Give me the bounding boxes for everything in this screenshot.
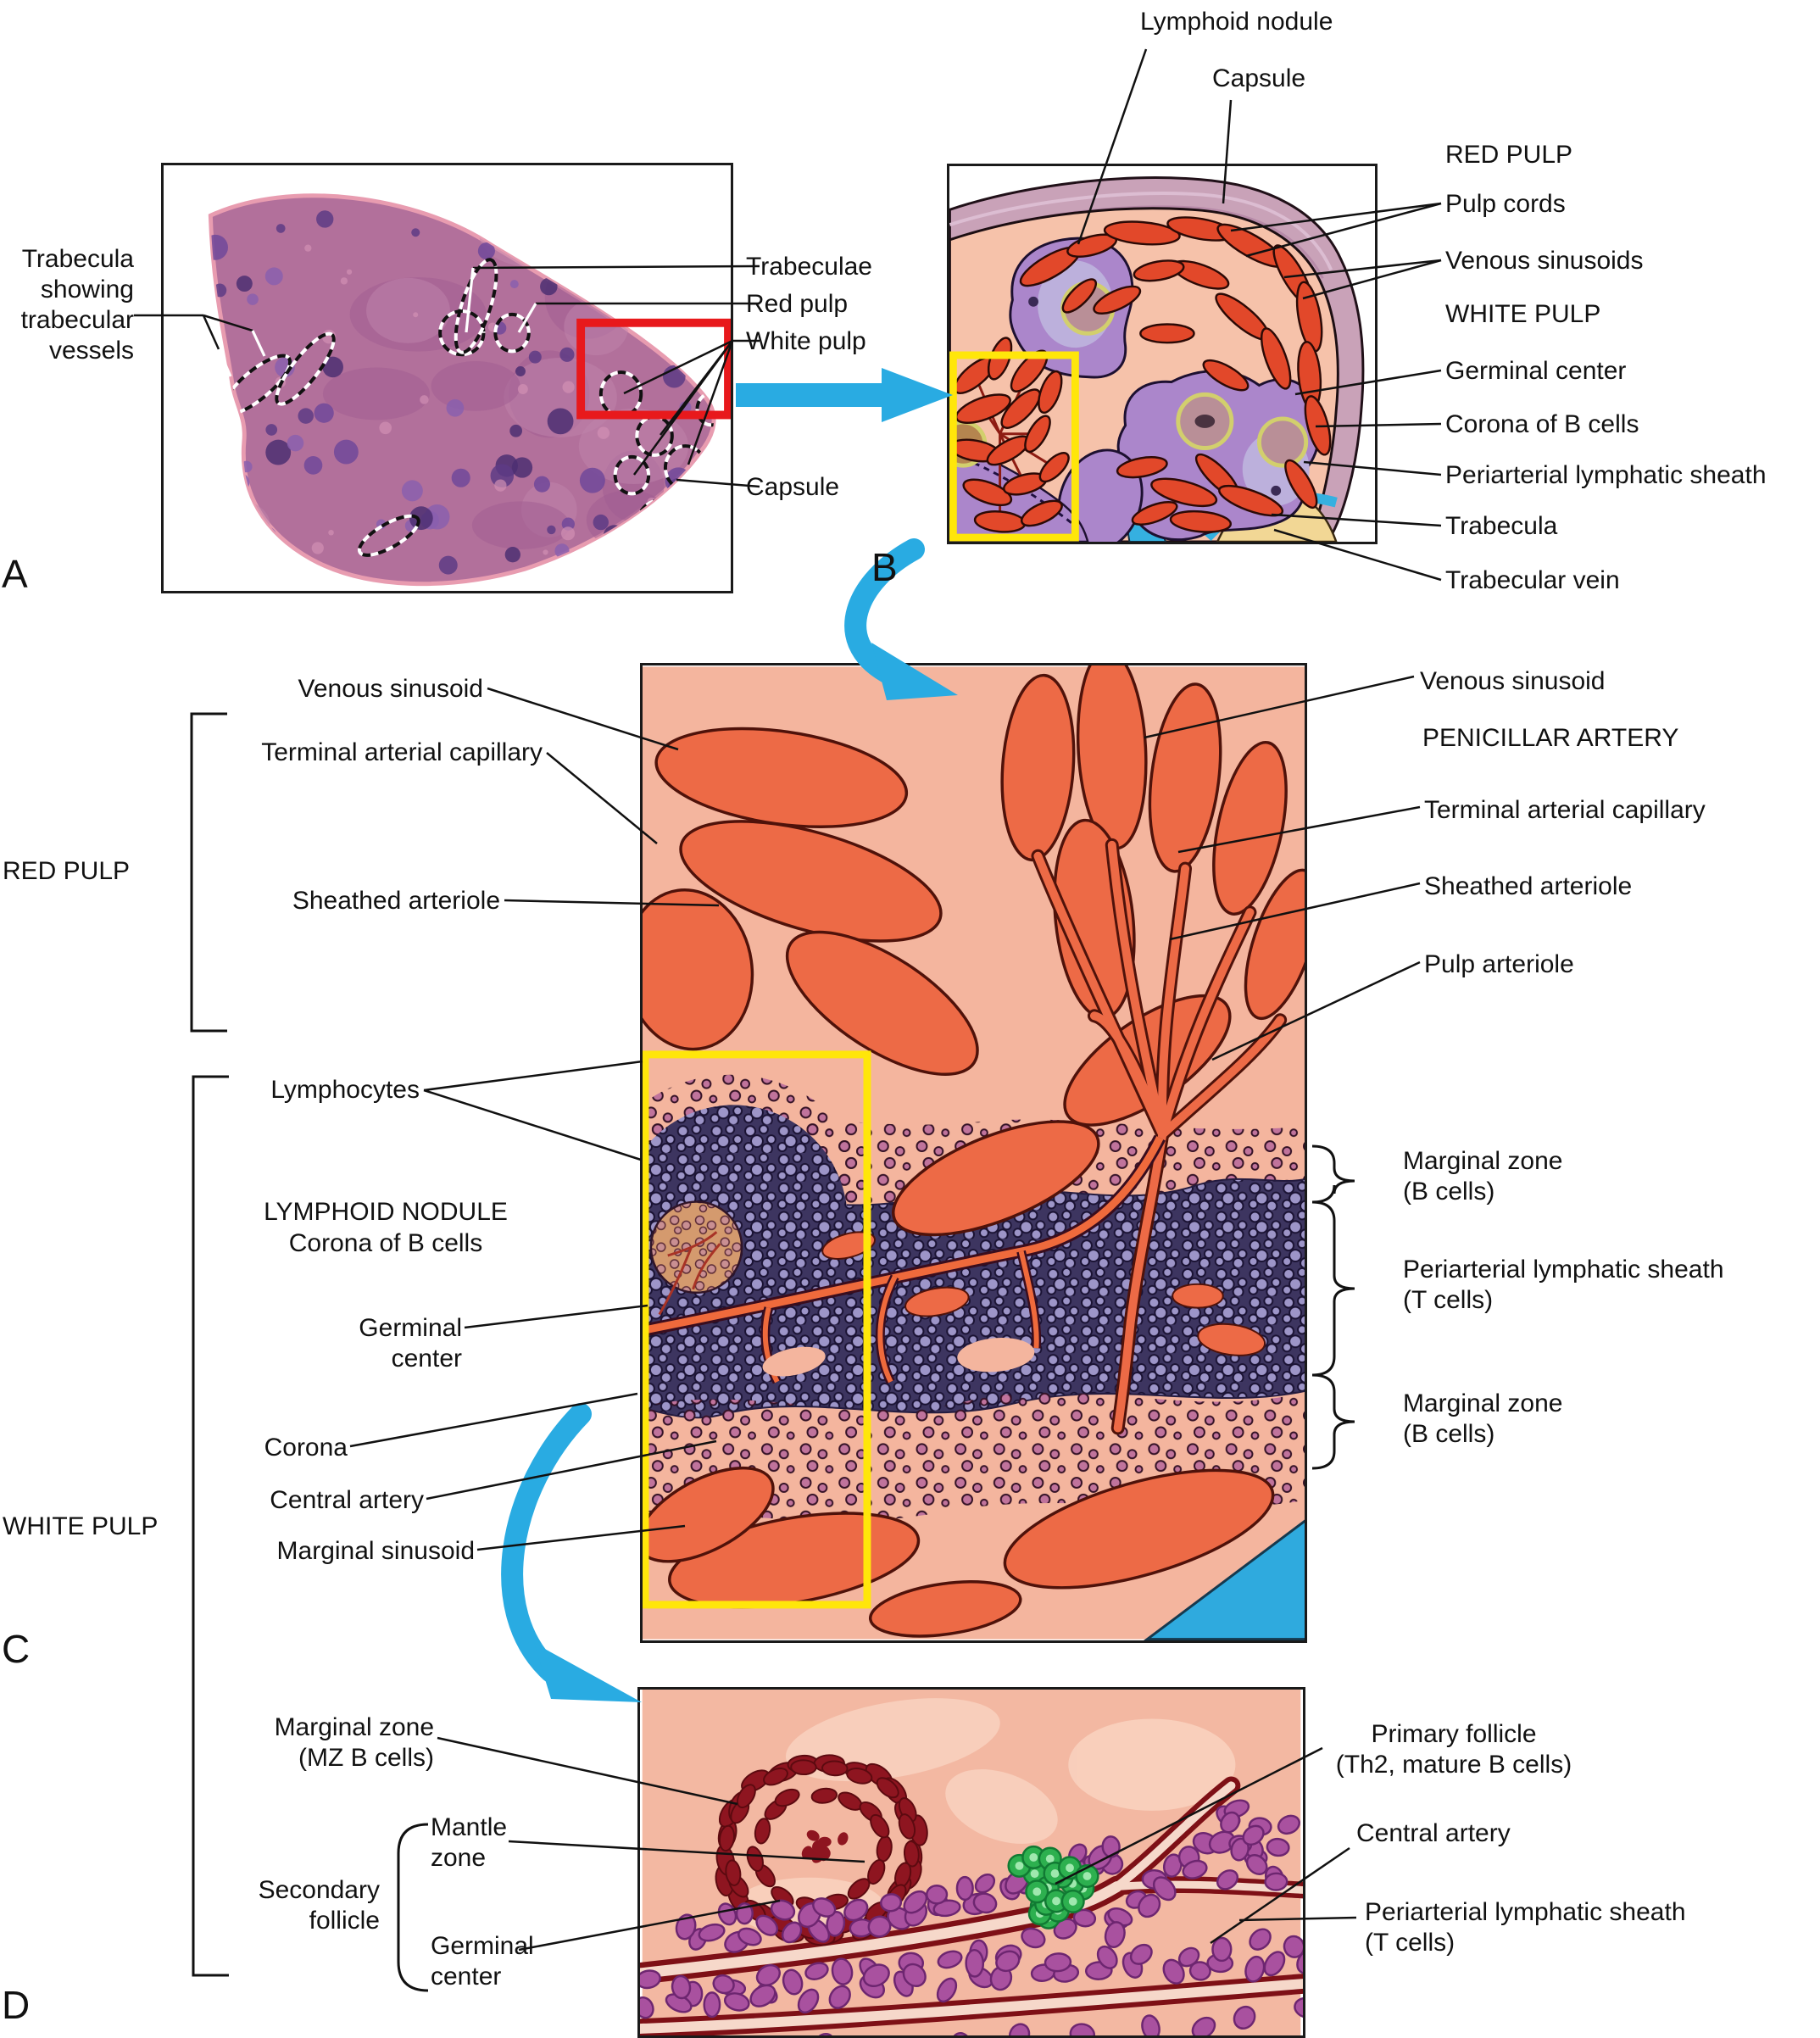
label-b-pulp-cords: Pulp cords [1445,190,1566,218]
label-c-pulp-arteriole: Pulp arteriole [1424,950,1574,978]
spleen-section-illustration [949,176,1365,542]
yellow-highlight-box-b [949,351,1079,542]
label-b-pals: Periarterial lymphatic sheath [1445,461,1767,489]
label-c-pals: Periarterial lymphatic sheath (T cells) [1403,1256,1724,1314]
label-d-primary-follicle: Primary follicle (Th2, mature B cells) [1335,1720,1572,1779]
label-d-marginal-zone: Marginal zone (MZ B cells) [274,1713,434,1772]
label-c-penicillar-artery: PENICILLAR ARTERY [1422,724,1679,752]
arrow-a-to-b-icon [736,368,953,422]
label-c-terminal-capillary-left: Terminal arterial capillary [261,738,543,766]
label-b-corona: Corona of B cells [1445,410,1639,438]
label-c-corona-of-b-cells: Corona of B cells [288,1229,483,1257]
label-d-pals: Periarterial lymphatic sheath (T cells) [1365,1898,1686,1957]
label-c-sheathed-arteriole-left: Sheathed arteriole [292,887,500,915]
label-b-germinal-center: Germinal center [1445,357,1627,385]
label-lymphoid-nodule-b: Lymphoid nodule [1140,8,1333,36]
label-capsule-a: Capsule [746,473,840,501]
label-c-venous-sinusoid-right: Venous sinusoid [1420,667,1606,695]
label-b-white-pulp: WHITE PULP [1445,300,1601,328]
label-c-lymphoid-nodule: LYMPHOID NODULE [264,1198,508,1226]
label-b-trabecula: Trabecula [1445,512,1558,540]
label-c-central-artery: Central artery [270,1486,424,1514]
label-d-secondary-follicle: Secondary follicle [258,1876,380,1935]
panel-b-illustration [947,164,1378,544]
arrow-c-to-d-icon [501,1403,642,1702]
label-c-lymphocytes: Lymphocytes [270,1076,420,1104]
label-trabeculae: Trabeculae [746,253,872,281]
label-b-red-pulp: RED PULP [1445,141,1573,169]
label-c-marginal-zone-top: Marginal zone (B cells) [1403,1147,1563,1206]
label-trabecula-vessels: Trabecula showing trabecular vessels [20,245,134,365]
label-b-venous-sinusoids: Venous sinusoids [1445,247,1644,275]
panel-d-illustration [637,1687,1305,2038]
label-red-pulp-a: Red pulp [746,290,849,318]
trabecular-vein-corner [1144,1519,1305,1640]
label-c-marginal-zone-bottom: Marginal zone (B cells) [1403,1389,1563,1448]
panel-a-micrograph [161,163,733,593]
label-white-pulp-a: White pulp [746,327,866,355]
label-c-white-pulp: WHITE PULP [3,1512,159,1540]
label-b-trabecular-vein: Trabecular vein [1445,566,1620,594]
panel-c-illustration [640,663,1307,1643]
pulp-detail-illustration [643,665,1305,1640]
label-c-marginal-sinusoid: Marginal sinusoid [276,1537,475,1565]
label-c-germinal-center: Germinal center [359,1314,462,1373]
label-c-corona: Corona [264,1434,348,1462]
label-capsule-b: Capsule [1212,64,1306,92]
panel-letter-a: A [2,552,28,596]
spleen-micrograph-image [164,165,731,591]
yellow-highlight-box-c [643,1050,871,1609]
label-d-central-artery: Central artery [1356,1819,1511,1847]
label-c-terminal-capillary-right: Terminal arterial capillary [1424,796,1706,824]
label-c-venous-sinusoid-left: Venous sinusoid [298,675,484,703]
label-d-germinal-center: Germinal center [431,1932,534,1991]
panel-letter-b: B [871,545,898,589]
label-d-mantle-zone: Mantle zone [431,1813,508,1872]
follicle-detail-illustration [640,1690,1303,2035]
panel-letter-c: C [2,1627,31,1671]
panel-letter-d: D [2,1983,31,2027]
label-c-red-pulp: RED PULP [3,857,131,885]
label-c-sheathed-arteriole-right: Sheathed arteriole [1424,872,1633,900]
